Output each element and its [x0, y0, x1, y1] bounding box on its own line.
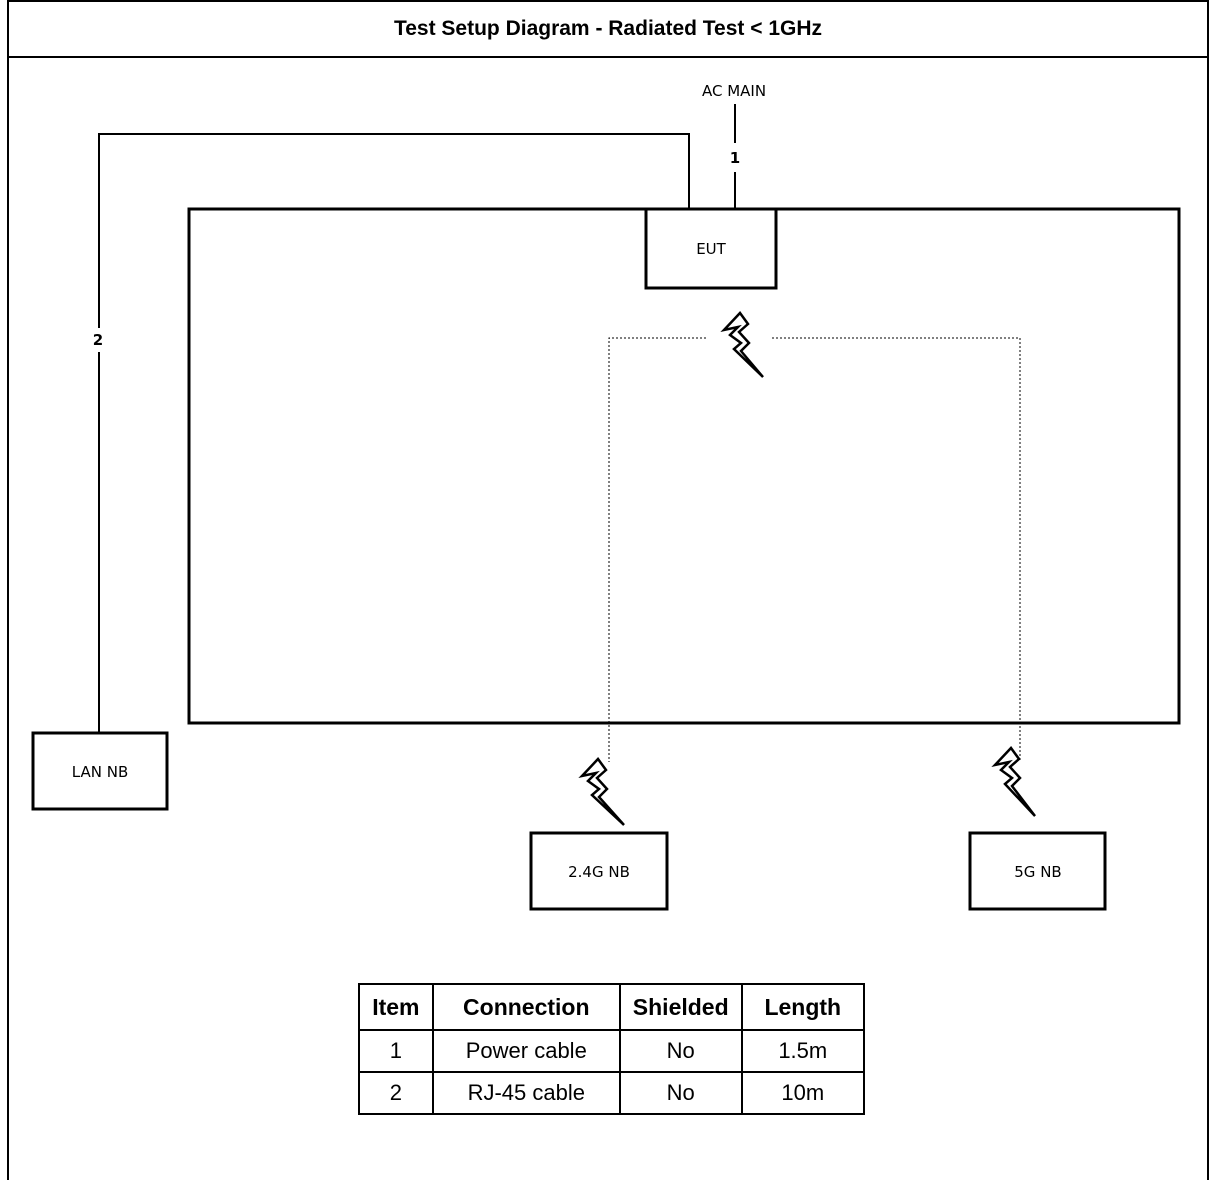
lightning-icon: [720, 311, 764, 378]
ac-main-label: AC MAIN: [702, 82, 766, 100]
cell-length: 1.5m: [740, 1029, 866, 1073]
nb-24g-label: 2.4G NB: [568, 863, 630, 881]
lan-cable-upper: [98, 133, 690, 328]
cell-shielded: No: [618, 1029, 743, 1073]
cable-1-label: 1: [730, 149, 740, 167]
cable-2-label: 2: [93, 331, 103, 349]
cell-shielded: No: [618, 1071, 743, 1115]
lan-nb-box: [31, 731, 169, 811]
page-title: Test Setup Diagram - Radiated Test < 1GH…: [7, 0, 1209, 58]
table-row: 1 Power cable No 1.5m: [358, 1029, 866, 1073]
column-header-shielded: Shielded: [618, 983, 743, 1031]
column-header-item: Item: [358, 983, 434, 1031]
nb-5g-box: [968, 831, 1107, 911]
eut-label: EUT: [696, 240, 726, 258]
cell-length: 10m: [740, 1071, 866, 1115]
nb-5g-label: 5G NB: [1014, 863, 1061, 881]
lan-nb-label: LAN NB: [72, 763, 128, 781]
nb-24g-box: [529, 831, 669, 911]
table-header-row: Item Connection Shielded Length: [358, 983, 866, 1031]
cell-item: 2: [358, 1071, 434, 1115]
column-header-connection: Connection: [431, 983, 621, 1031]
cell-item: 1: [358, 1029, 434, 1073]
lightning-icon: [578, 757, 625, 826]
wireless-link-5g: [772, 337, 1021, 762]
eut-box: [644, 207, 778, 290]
wireless-link-24g: [608, 337, 706, 762]
cell-connection: RJ-45 cable: [431, 1071, 621, 1115]
cell-connection: Power cable: [431, 1029, 621, 1073]
lightning-icon: [991, 746, 1036, 817]
cable-table: Item Connection Shielded Length 1 Power …: [358, 983, 866, 1115]
column-header-length: Length: [740, 983, 866, 1031]
table-row: 2 RJ-45 cable No 10m: [358, 1071, 866, 1115]
page-frame: [7, 0, 1209, 1180]
